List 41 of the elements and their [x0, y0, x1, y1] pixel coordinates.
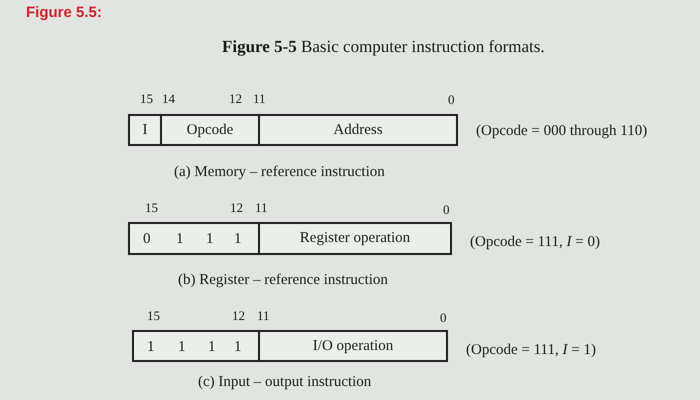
bit-number: 0	[448, 93, 454, 108]
bit-value: 1	[178, 339, 186, 356]
format-caption: (b) Register – reference instruction	[178, 272, 388, 290]
instruction-field	[258, 222, 452, 255]
instruction-field	[258, 114, 458, 146]
instruction-field	[160, 114, 260, 146]
field-label: I	[142, 122, 148, 138]
instruction-field	[258, 330, 448, 362]
bit-number: 11	[255, 201, 268, 216]
bit-value: 1	[208, 339, 216, 356]
bit-value: 1	[234, 231, 242, 248]
figure-title: Figure 5-5 Basic computer instruction formats.	[222, 37, 545, 57]
bit-value: 1	[176, 231, 184, 248]
format-caption: (a) Memory – reference instruction	[174, 164, 385, 182]
bit-value: 1	[206, 231, 214, 248]
bit-number: 11	[253, 92, 266, 107]
field-label: Register operation	[300, 230, 410, 246]
instruction-field	[132, 330, 260, 362]
format-caption: (c) Input – output instruction	[198, 374, 372, 392]
bit-number: 11	[257, 309, 270, 324]
opcode-note: (Opcode = 111, I = 0)	[470, 234, 600, 252]
field-label: I/O operation	[312, 338, 394, 354]
bit-number: 15	[147, 309, 160, 324]
bit-number: 14	[162, 92, 175, 107]
bit-number: 15	[140, 92, 153, 107]
opcode-note: (Opcode = 000 through 110)	[476, 123, 648, 140]
bit-number: 12	[229, 92, 242, 107]
bit-number: 0	[440, 311, 446, 326]
bit-number: 0	[443, 203, 450, 218]
opcode-note: (Opcode = 111, I = 1)	[466, 342, 596, 360]
instruction-field	[128, 222, 260, 255]
bit-number: 12	[232, 309, 245, 324]
bit-number: 15	[145, 201, 158, 216]
bit-value: 0	[143, 231, 150, 248]
field-label: Opcode	[186, 122, 234, 138]
field-label: Address	[333, 122, 383, 138]
instruction-field	[128, 114, 162, 146]
figure-heading: Figure 5.5:	[26, 4, 102, 22]
bit-value: 1	[234, 339, 242, 356]
bit-value: 1	[147, 339, 154, 356]
bit-number: 12	[230, 201, 243, 216]
